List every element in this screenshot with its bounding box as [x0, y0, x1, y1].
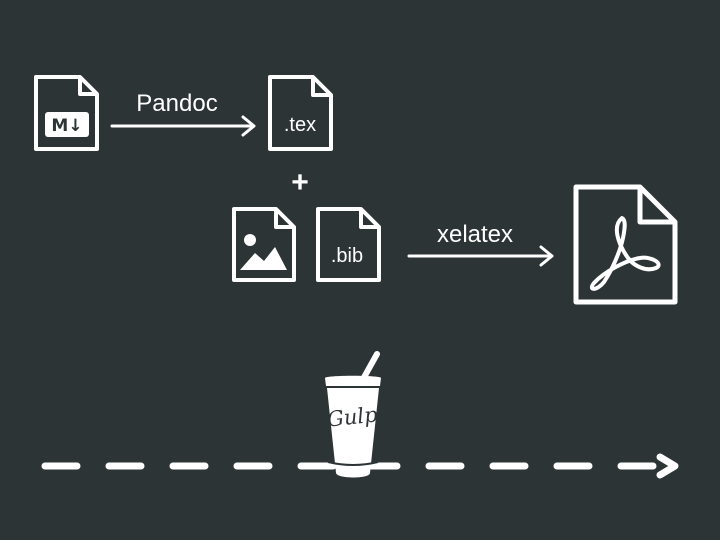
- markdown-badge: [45, 112, 89, 137]
- plus-sign: +: [291, 166, 309, 199]
- markdown-badge-text: M↓: [51, 116, 82, 136]
- bib-file-icon: [316, 207, 381, 282]
- pandoc-arrow: [110, 115, 256, 137]
- gulp-cup-icon: Gulp: [325, 351, 381, 478]
- acrobat-logo: [589, 216, 661, 291]
- tex-file-icon: [268, 75, 333, 151]
- xelatex-label: xelatex: [437, 221, 513, 248]
- xelatex-arrow: [407, 245, 554, 267]
- pandoc-label: Pandoc: [136, 90, 217, 117]
- image-file-icon: [232, 207, 296, 282]
- tex-file-label: .tex: [284, 114, 316, 136]
- bib-file-label: .bib: [331, 245, 363, 267]
- markdown-file-icon: [34, 75, 99, 151]
- gulp-label: Gulp: [326, 402, 379, 431]
- pdf-file-icon: [573, 184, 678, 305]
- timeline-dashed-arrow: [41, 453, 679, 479]
